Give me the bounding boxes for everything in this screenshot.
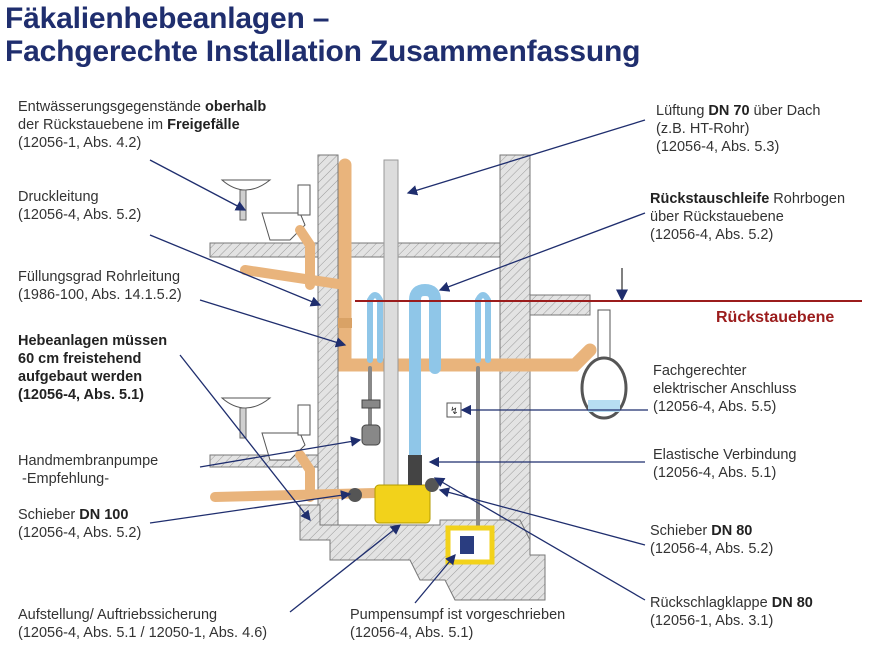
label-elastisch-text: Elastische Verbindung <box>653 447 797 463</box>
title-line-1: Fäkalienhebeanlagen – <box>5 2 330 35</box>
page-title: Fäkalienhebeanlagen – Fachgerechte Insta… <box>5 2 640 68</box>
label-elektrisch: Fachgerechter elektrischer Anschluss (12… <box>653 362 796 416</box>
label-elektrisch-l1: Fachgerechter <box>653 363 747 379</box>
label-handmembranpumpe: Handmembranpumpe -Empfehlung- <box>18 452 158 488</box>
hand-membrane-pump <box>361 399 381 446</box>
label-lueftung-l2: (z.B. HT-Rohr) <box>656 121 750 137</box>
label-lueftung-post: über Dach <box>749 103 821 119</box>
label-rueckstauschleife: Rückstauschleife Rohrbogen über Rückstau… <box>650 190 845 244</box>
label-handmembran-l2: -Empfehlung- <box>18 471 110 487</box>
label-elastisch: Elastische Verbindung (12056-4, Abs. 5.1… <box>653 446 797 482</box>
label-schieber-dn100: Schieber DN 100 (12056-4, Abs. 5.2) <box>18 506 141 542</box>
label-rueckschlag-ref: (12056-1, Abs. 3.1) <box>650 613 774 629</box>
label-handmembran-l1: Handmembranpumpe <box>18 453 159 469</box>
label-lueftung: Lüftung DN 70 über Dach (z.B. HT-Rohr) (… <box>656 102 820 156</box>
label-entwaesserung-bold2: Freigefälle <box>167 117 240 133</box>
label-schieber-dn80: Schieber DN 80 (12056-4, Abs. 5.2) <box>650 522 773 558</box>
lightning-icon: ↯ <box>450 406 458 417</box>
label-aufstellung-ref: (12056-4, Abs. 5.1 / 12050-1, Abs. 4.6) <box>18 625 268 641</box>
label-lueftung-bold: DN 70 <box>708 103 750 119</box>
label-elastisch-ref: (12056-4, Abs. 5.1) <box>653 465 777 481</box>
label-schieber100-ref: (12056-4, Abs. 5.2) <box>18 525 142 541</box>
label-druckleitung-ref: (12056-4, Abs. 5.2) <box>18 207 142 223</box>
label-entwaesserung-text2: der Rückstauebene im <box>18 117 168 133</box>
callout-arrows <box>149 119 648 613</box>
sewer-channel <box>580 268 628 420</box>
label-pumpensumpf-ref: (12056-4, Abs. 5.1) <box>350 625 474 641</box>
toilet-upper <box>261 184 311 241</box>
drain-clamp <box>338 318 352 328</box>
label-entwaesserung-text: Entwässerungsgegenstände <box>18 99 206 115</box>
label-schieber100-text: Schieber <box>18 507 80 523</box>
label-rueckschlag-text: Rückschlagklappe <box>650 595 772 611</box>
label-rueckstauschleife-ref: (12056-4, Abs. 5.2) <box>650 227 774 243</box>
label-entwaesserung-bold1: oberhalb <box>205 99 267 115</box>
backflow-level-label: Rückstauebene <box>716 309 835 326</box>
sink-lower <box>220 397 272 439</box>
label-rueckstauschleife-l2: über Rückstauebene <box>650 209 784 225</box>
label-hebeanlagen-l3: aufgebaut werden <box>18 369 143 385</box>
label-fuellungsgrad: Füllungsgrad Rohrleitung (1986-100, Abs.… <box>18 268 182 304</box>
label-schieber80-ref: (12056-4, Abs. 5.2) <box>650 541 774 557</box>
label-aufstellung-text: Aufstellung/ Auftriebssicherung <box>18 607 218 623</box>
label-lueftung-text: Lüftung <box>656 103 709 119</box>
label-schieber100-bold: DN 100 <box>79 507 129 523</box>
title-line-2: Fachgerechte Installation Zusammenfassun… <box>5 35 641 68</box>
label-druckleitung: Druckleitung (12056-4, Abs. 5.2) <box>18 188 141 224</box>
label-rueckschlag-bold: DN 80 <box>771 595 813 611</box>
label-elektrisch-l2: elektrischer Anschluss <box>653 381 797 397</box>
label-hebeanlagen: Hebeanlagen müssen 60 cm freistehend auf… <box>18 332 167 404</box>
lifting-unit <box>348 455 439 524</box>
label-entwaesserung-ref: (12056-1, Abs. 4.2) <box>18 135 142 151</box>
label-lueftung-ref: (12056-4, Abs. 5.3) <box>656 139 780 155</box>
label-elektrisch-ref: (12056-4, Abs. 5.5) <box>653 399 777 415</box>
label-rueckstauschleife-post: Rohrbogen <box>769 191 846 207</box>
pump-sump <box>445 525 495 565</box>
label-schieber80-text: Schieber <box>650 523 712 539</box>
label-schieber80-bold: DN 80 <box>711 523 753 539</box>
label-fuellungsgrad-text: Füllungsgrad Rohrleitung <box>18 269 181 285</box>
label-rueckschlagklappe: Rückschlagklappe DN 80 (12056-1, Abs. 3.… <box>650 594 813 630</box>
label-hebeanlagen-l1: Hebeanlagen müssen <box>18 333 168 349</box>
label-rueckstauschleife-bold: Rückstauschleife <box>650 191 770 207</box>
label-fuellungsgrad-ref: (1986-100, Abs. 14.1.5.2) <box>18 287 182 303</box>
vent-pipe <box>383 159 399 511</box>
label-pumpensumpf-text: Pumpensumpf ist vorgeschrieben <box>350 607 566 623</box>
label-aufstellung: Aufstellung/ Auftriebssicherung (12056-4… <box>18 606 267 642</box>
label-pumpensumpf: Pumpensumpf ist vorgeschrieben (12056-4,… <box>350 606 565 642</box>
label-druckleitung-text: Druckleitung <box>18 189 99 205</box>
label-entwaesserung: Entwässerungsgegenstände oberhalb der Rü… <box>18 98 266 152</box>
label-hebeanlagen-l2: 60 cm freistehend <box>18 351 142 367</box>
label-hebeanlagen-ref: (12056-4, Abs. 5.1) <box>18 387 144 403</box>
